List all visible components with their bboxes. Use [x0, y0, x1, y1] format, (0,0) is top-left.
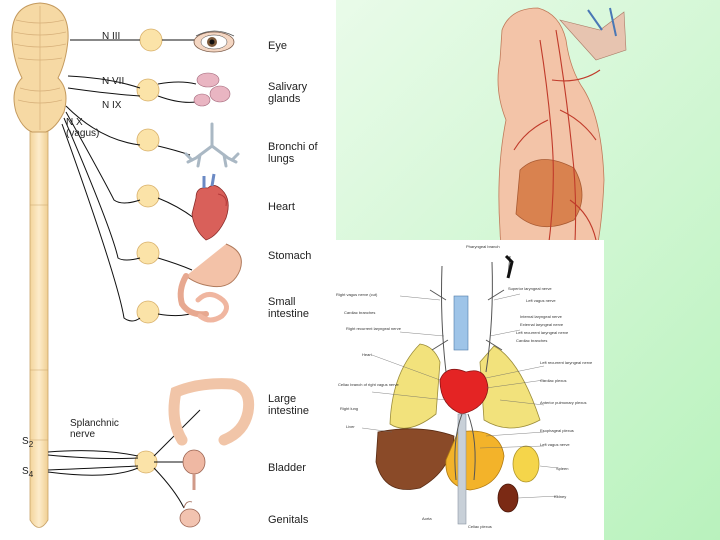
organ-label-stomach: Stomach — [268, 250, 311, 262]
sacral-s4-label: S4 — [22, 466, 33, 479]
organ-label-heart: Heart — [268, 201, 295, 213]
vagus-label: Internal laryngeal nerve — [520, 314, 563, 319]
sacral-number: 2 — [29, 439, 34, 449]
organ-label-salivary-glands: Salivary glands — [268, 81, 307, 105]
eye-illustration — [194, 31, 234, 52]
vagus-label: Superior laryngeal nerve — [508, 286, 552, 291]
sacral-s2-label: S2 — [22, 436, 33, 449]
vagus-label: Spleen — [556, 466, 568, 471]
vagus-label: Cardiac branches — [516, 338, 547, 343]
vagus-label: Esophageal plexus — [540, 428, 574, 433]
nerve-label-vagus: N X (vagus) — [66, 117, 99, 139]
organ-label-genitals: Genitals — [268, 514, 308, 526]
vagus-label: Left vagus nerve — [540, 442, 570, 447]
nerve-label-n3: N III — [102, 31, 120, 42]
splanchnic-nerve-label: Splanchnic nerve — [70, 418, 119, 440]
vagus-label: Celiac plexus — [468, 524, 492, 529]
vagus-label: Left vagus nerve — [526, 298, 556, 303]
bladder-illustration — [183, 450, 205, 490]
vagus-label: Cardiac plexus — [540, 378, 566, 383]
nerve-label-n9: N IX — [102, 100, 121, 111]
vagus-label: Heart — [362, 352, 373, 357]
small-intestine-illustration — [198, 294, 227, 320]
vagus-label: Aorta — [422, 516, 432, 521]
vagus-label: Liver — [346, 424, 355, 429]
nerve-label-n7: N VII — [102, 76, 124, 87]
bronchi-illustration — [186, 124, 238, 166]
vagus-label: External laryngeal nerve — [520, 322, 564, 327]
vagus-label: Celiac branch of right vagus nerve — [338, 382, 399, 387]
organ-label-small-intestine: Small intestine — [268, 296, 309, 320]
vagus-label: Left recurrent laryngeal nerve — [516, 330, 569, 335]
vagus-label: Pharyngeal branch — [466, 244, 500, 249]
vagus-label: Anterior pulmonary plexus — [540, 400, 586, 405]
salivary-glands-illustration — [194, 73, 230, 106]
vagus-label: Left recurrent laryngeal nerve — [540, 360, 593, 365]
organ-label-bronchi: Bronchi of lungs — [268, 141, 318, 165]
vagus-label: Cardiac branches — [344, 310, 375, 315]
heart-illustration — [192, 174, 228, 240]
sacral-letter: S — [22, 466, 29, 477]
organ-label-bladder: Bladder — [268, 462, 306, 474]
vagus-label: Kidney — [554, 494, 566, 499]
vagus-label: Right vagus nerve (cut) — [336, 292, 378, 297]
vagus-label: Right lung — [340, 406, 358, 411]
sacral-letter: S — [22, 436, 29, 447]
anatomical-torso-illustration — [498, 8, 626, 280]
stomach-illustration — [181, 244, 242, 314]
vagus-nerve-diagram: Pharyngeal branch Right vagus nerve (cut… — [336, 240, 604, 540]
organ-label-eye: Eye — [268, 40, 287, 52]
large-intestine-illustration — [174, 384, 249, 440]
sacral-number: 4 — [29, 469, 34, 479]
vagus-label: Right recurrent laryngeal nerve — [346, 326, 402, 331]
organ-label-large-intestine: Large intestine — [268, 393, 309, 417]
